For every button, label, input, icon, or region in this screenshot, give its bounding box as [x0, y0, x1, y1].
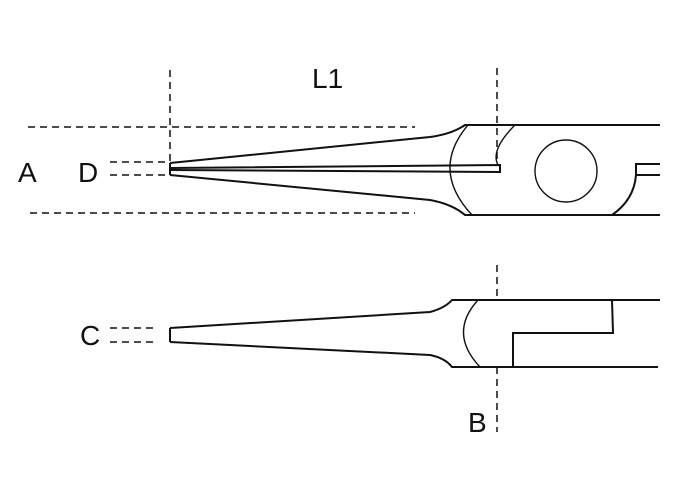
label-b: B — [468, 407, 487, 438]
handle-arc — [611, 174, 637, 216]
handle-notch — [635, 163, 660, 176]
label-a: A — [18, 157, 37, 188]
upper-jaw-outline — [169, 124, 660, 164]
pliers-side-view — [169, 299, 660, 368]
pivot-circle — [534, 139, 598, 203]
jaw-gap — [169, 163, 501, 174]
label-l1: L1 — [312, 63, 343, 94]
side-top-outline — [169, 299, 660, 329]
joint-arc-left — [449, 124, 473, 216]
dimension-lines — [28, 68, 498, 432]
label-c: C — [80, 320, 100, 351]
side-joint-arc — [462, 299, 481, 368]
lower-jaw-outline — [169, 174, 660, 216]
side-step — [512, 299, 615, 367]
label-d: D — [78, 157, 98, 188]
pliers-top-view — [169, 124, 660, 216]
joint-arc-upper — [495, 124, 516, 166]
side-bottom-outline — [169, 341, 658, 368]
